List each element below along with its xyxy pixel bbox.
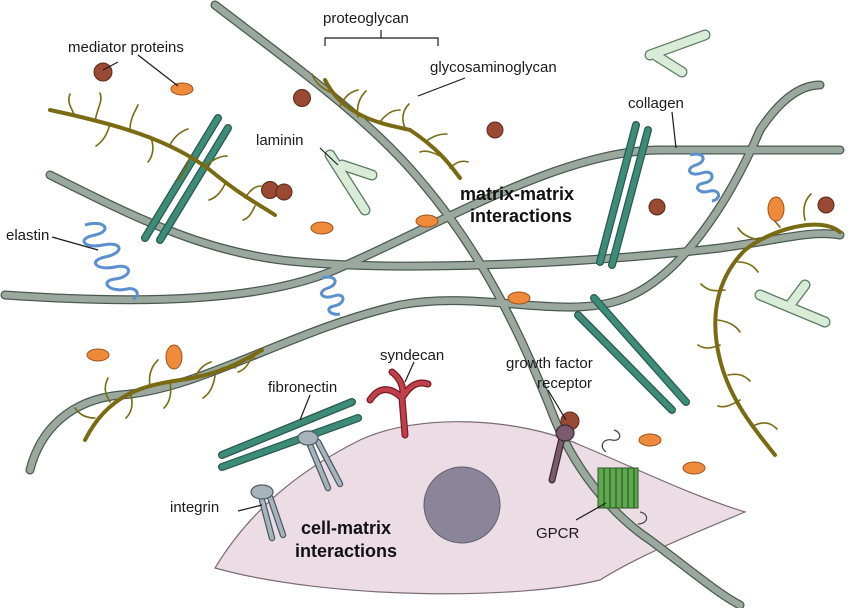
label-collagen: collagen [628, 95, 684, 112]
syndecan [366, 368, 432, 439]
heading-cell-line1: cell-matrix [301, 518, 391, 538]
proteoglycan-1 [48, 108, 277, 217]
collagen-bundles [141, 114, 690, 471]
label-gpcr: GPCR [536, 525, 580, 542]
heading-cell-line2: interactions [295, 541, 397, 561]
integrins [250, 430, 344, 542]
label-receptor: receptor [537, 375, 592, 392]
mediator-proteins-orange [86, 82, 785, 475]
label-syndecan: syndecan [380, 347, 444, 364]
elastin-coils [82, 152, 720, 316]
growth-factor-receptor [548, 424, 575, 484]
elastin-2 [319, 275, 345, 316]
heading-matrix-line1: matrix-matrix [460, 184, 574, 204]
proteoglycan-2 [323, 78, 462, 180]
label-growth-factor: growth factor [506, 355, 593, 372]
label-fibronectin: fibronectin [268, 379, 337, 396]
heading-matrix-line2: interactions [470, 206, 572, 226]
laminins [324, 29, 831, 328]
label-glycosaminoglycan: glycosaminoglycan [430, 59, 557, 76]
leader-lines [51, 30, 677, 521]
gpcr [597, 429, 648, 525]
label-laminin: laminin [256, 132, 304, 149]
mediator-proteins-brown [93, 62, 835, 431]
label-integrin: integrin [170, 499, 219, 516]
proteoglycan-3 [713, 222, 842, 457]
label-proteoglycan: proteoglycan [323, 10, 409, 27]
nucleus [423, 466, 501, 544]
elastin-3 [687, 152, 720, 203]
label-mediator-proteins: mediator proteins [68, 39, 184, 56]
elastin-1 [82, 221, 139, 301]
label-elastin: elastin [6, 227, 49, 244]
